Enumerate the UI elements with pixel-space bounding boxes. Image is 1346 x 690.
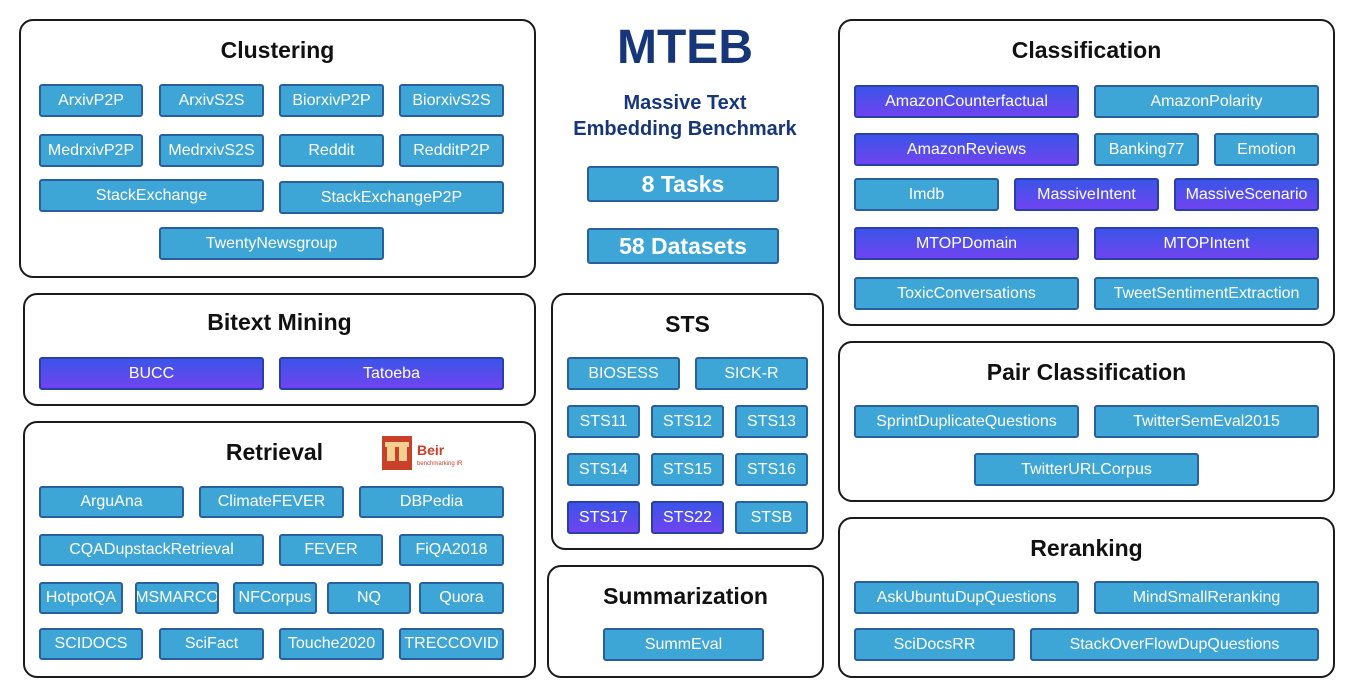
dataset-chip: STS22 xyxy=(651,501,724,534)
dataset-chip: MedrxivP2P xyxy=(39,134,143,167)
beir-logo: Beir benchmarking IR xyxy=(382,436,474,470)
dataset-chip: BiorxivS2S xyxy=(399,84,504,117)
dataset-chip: Tatoeba xyxy=(279,357,504,390)
dataset-chip: DBPedia xyxy=(359,486,504,518)
dataset-chip: NFCorpus xyxy=(233,582,317,614)
dataset-chip: TwitterSemEval2015 xyxy=(1094,405,1319,438)
classification-title: Classification xyxy=(1011,37,1162,63)
sts-title: STS xyxy=(665,311,710,337)
dataset-chip: BIOSESS xyxy=(567,357,680,390)
tasks-count-badge: 8 Tasks xyxy=(587,166,779,202)
mteb-subtitle-line2: Embedding Benchmark xyxy=(573,118,797,140)
dataset-chip: CQADupstackRetrieval xyxy=(39,534,264,566)
dataset-chip: AmazonPolarity xyxy=(1094,85,1319,118)
dataset-chip: RedditP2P xyxy=(399,134,504,167)
dataset-chip: Quora xyxy=(419,582,504,614)
dataset-chip: STS15 xyxy=(651,453,724,486)
dataset-chip: TRECCOVID xyxy=(399,628,504,660)
dataset-chip: ArguAna xyxy=(39,486,184,518)
dataset-chip: STS12 xyxy=(651,405,724,438)
dataset-chip: HotpotQA xyxy=(39,582,123,614)
dataset-chip: STS11 xyxy=(567,405,640,438)
dataset-chip: StackExchange xyxy=(39,179,264,212)
dataset-chip: ArxivP2P xyxy=(39,84,143,117)
dataset-chip: Emotion xyxy=(1214,133,1319,166)
datasets-count-badge: 58 Datasets xyxy=(587,228,779,264)
clustering-title: Clustering xyxy=(220,37,335,63)
dataset-chip: Reddit xyxy=(279,134,384,167)
dataset-chip: SciFact xyxy=(159,628,264,660)
dataset-chip: StackOverFlowDupQuestions xyxy=(1030,628,1319,661)
dataset-chip: MTOPDomain xyxy=(854,227,1079,260)
dataset-chip: BUCC xyxy=(39,357,264,390)
mteb-subtitle-line1: Massive Text xyxy=(623,92,747,114)
dataset-chip: FEVER xyxy=(279,534,383,566)
dataset-chip: BiorxivP2P xyxy=(279,84,384,117)
dataset-chip: Touche2020 xyxy=(279,628,384,660)
svg-text:benchmarking IR: benchmarking IR xyxy=(417,461,463,467)
dataset-chip: AmazonCounterfactual xyxy=(854,85,1079,118)
dataset-chip: SummEval xyxy=(603,628,764,661)
dataset-chip: STS16 xyxy=(735,453,808,486)
dataset-chip: NQ xyxy=(327,582,411,614)
dataset-chip: STS14 xyxy=(567,453,640,486)
dataset-chip: SCIDOCS xyxy=(39,628,143,660)
dataset-chip: ToxicConversations xyxy=(854,277,1079,310)
dataset-chip: STS13 xyxy=(735,405,808,438)
dataset-chip: AmazonReviews xyxy=(854,133,1079,166)
dataset-chip: SprintDuplicateQuestions xyxy=(854,405,1079,438)
dataset-chip: ClimateFEVER xyxy=(199,486,344,518)
bitext-mining-title: Bitext Mining xyxy=(207,309,352,335)
dataset-chip: TwitterURLCorpus xyxy=(974,453,1199,486)
svg-text:Beir: Beir xyxy=(417,442,445,458)
dataset-chip: STS17 xyxy=(567,501,640,534)
pair-classification-title: Pair Classification xyxy=(986,359,1187,385)
dataset-chip: SICK-R xyxy=(695,357,808,390)
dataset-chip: StackExchangeP2P xyxy=(279,181,504,214)
dataset-chip: TwentyNewsgroup xyxy=(159,227,384,260)
retrieval-title: Retrieval xyxy=(225,439,324,465)
summarization-title: Summarization xyxy=(603,583,768,609)
dataset-chip: MedrxivS2S xyxy=(159,134,264,167)
dataset-chip: FiQA2018 xyxy=(399,534,504,566)
dataset-chip: Imdb xyxy=(854,178,999,211)
dataset-chip: MSMARCO xyxy=(135,582,219,614)
reranking-title: Reranking xyxy=(1030,535,1143,561)
dataset-chip: MTOPIntent xyxy=(1094,227,1319,260)
dataset-chip: MassiveScenario xyxy=(1174,178,1319,211)
dataset-chip: SciDocsRR xyxy=(854,628,1015,661)
dataset-chip: AskUbuntuDupQuestions xyxy=(854,581,1079,614)
dataset-chip: MindSmallReranking xyxy=(1094,581,1319,614)
dataset-chip: MassiveIntent xyxy=(1014,178,1159,211)
dataset-chip: STSB xyxy=(735,501,808,534)
classification-panel: Classification xyxy=(838,19,1335,326)
summarization-panel: Summarization xyxy=(547,565,824,678)
dataset-chip: ArxivS2S xyxy=(159,84,264,117)
dataset-chip: TweetSentimentExtraction xyxy=(1094,277,1319,310)
mteb-title: MTEB xyxy=(617,21,753,74)
dataset-chip: Banking77 xyxy=(1094,133,1199,166)
